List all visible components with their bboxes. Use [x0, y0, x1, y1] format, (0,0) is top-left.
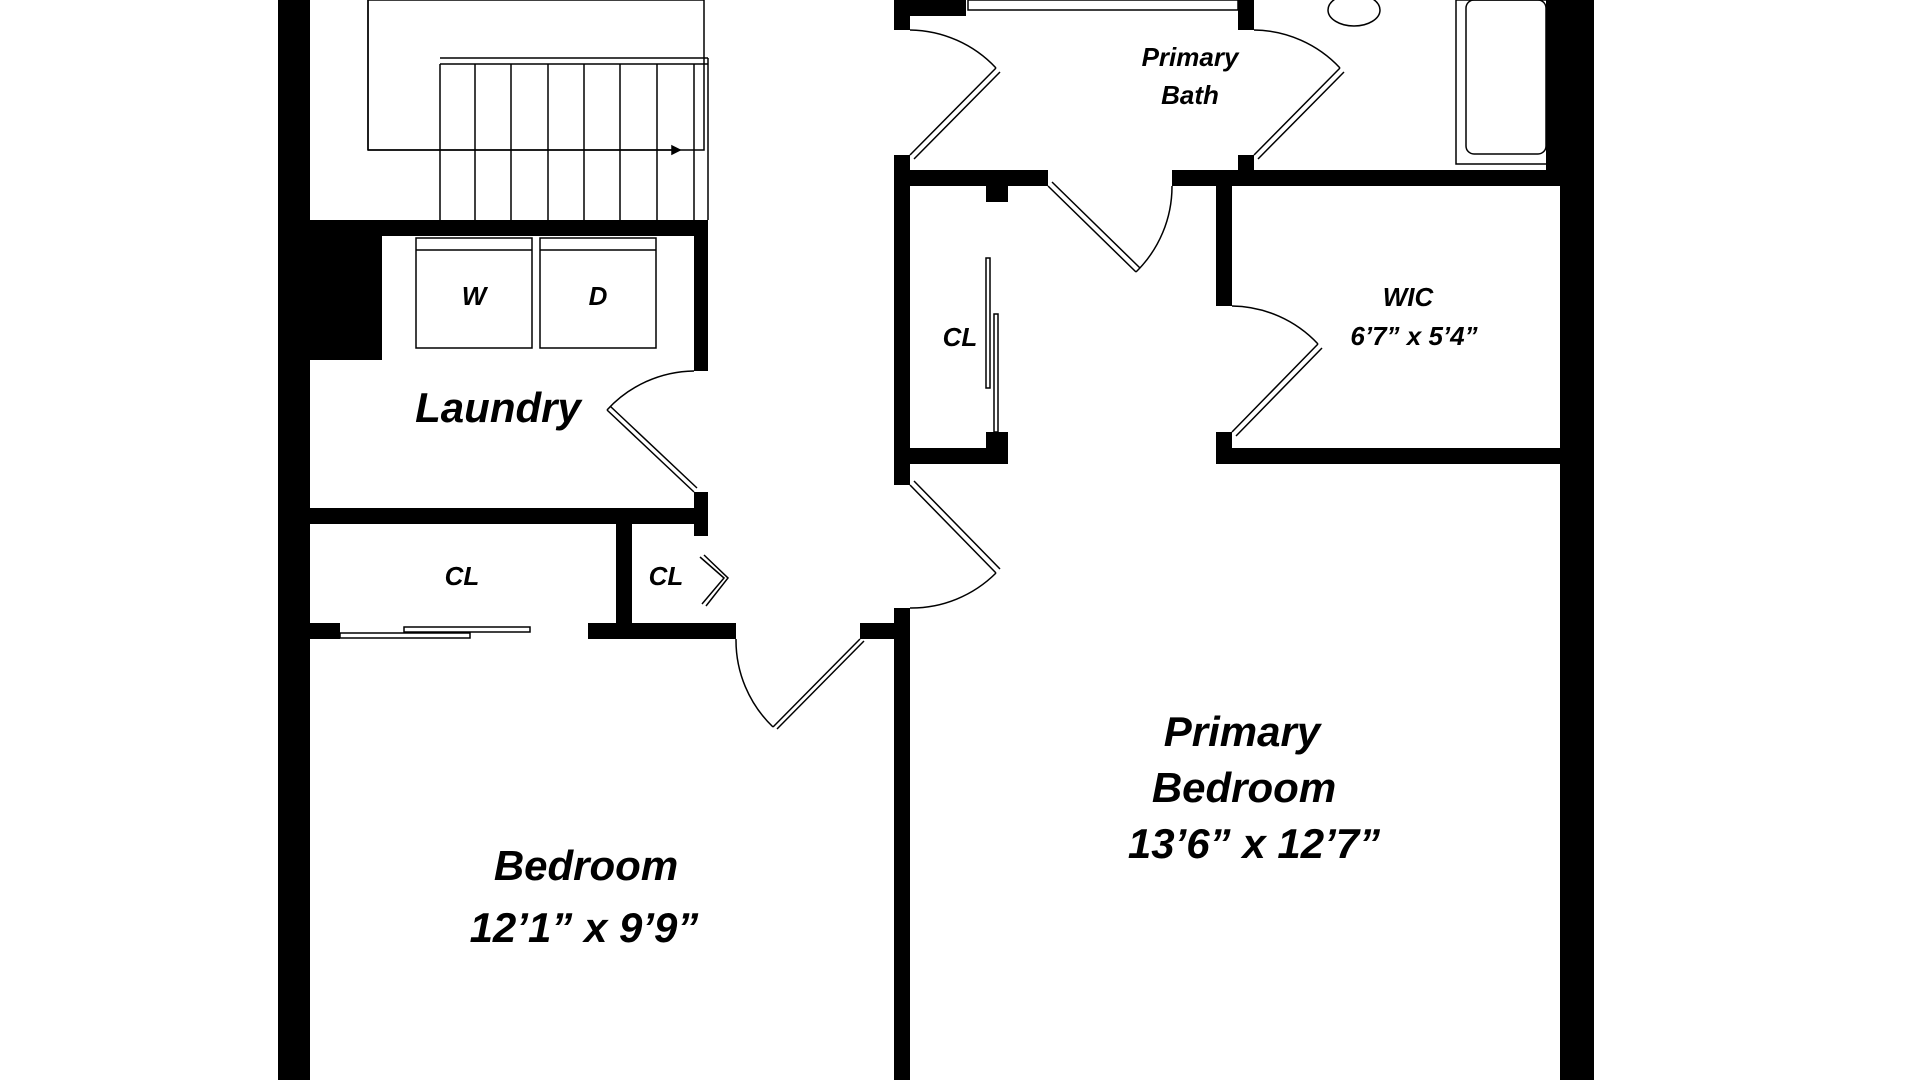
bath-top-stub-left: [894, 0, 966, 16]
washer: [415, 237, 533, 349]
washer-label: W: [462, 281, 489, 311]
laundry-door-swing: [606, 370, 695, 411]
dryer: [539, 237, 657, 349]
primary-closet-sliding-door-2: [993, 313, 999, 433]
closet-sliding-door-1: [339, 632, 471, 639]
bedroom-dimensions: 12’1” x 9’9”: [470, 904, 699, 951]
bedroom-label: Bedroom: [494, 842, 678, 889]
primary-bedroom-dimensions: 13’6” x 12’7”: [1128, 820, 1380, 867]
appliances: [415, 0, 1557, 349]
stair-arrow-head: [671, 144, 682, 156]
bath-bottom-wall-left: [894, 170, 1048, 186]
bedroom-door-leaf: [772, 638, 861, 728]
stair-upper-outline: [367, 0, 705, 151]
wic-door-leaf: [1231, 343, 1319, 433]
bath-right-wall: [1546, 0, 1560, 186]
wic-left-wall: [1216, 186, 1232, 306]
bathtub-inner: [1465, 0, 1547, 155]
bedroom-top-wall-mid: [588, 623, 736, 639]
closet-sliding-door-2: [403, 626, 531, 633]
bath-door-post: [1238, 155, 1254, 175]
staircase: [367, 0, 709, 220]
laundry-label: Laundry: [415, 384, 583, 431]
room-labels: Primary Bath W D Laundry CL CL CL WIC 6’…: [415, 42, 1477, 951]
wic-door-leaf-2: [1235, 347, 1323, 437]
toilet-door-swing: [1253, 29, 1341, 69]
laundry-bottom-wall: [310, 508, 708, 524]
bath-entry-door-leaf: [909, 67, 997, 156]
bath-top-stub-right: [1238, 0, 1254, 30]
toilet-door-leaf-2: [1257, 71, 1345, 160]
bath-bottom-wall-right: [1172, 170, 1572, 186]
bedroom-top-wall-right: [860, 623, 896, 639]
toilet-door-leaf: [1253, 67, 1341, 156]
wic-bottom-wall: [1216, 448, 1560, 464]
primary-closet-post-top: [986, 186, 1008, 202]
wic-door-swing: [1231, 305, 1319, 345]
closet-small-label: CL: [649, 561, 684, 591]
bath-entry-door-swing: [909, 29, 997, 69]
closet-primary-label: CL: [943, 322, 978, 352]
bath-lower-door-leaf-2: [1051, 181, 1141, 269]
dryer-label: D: [589, 281, 608, 311]
primary-bedroom-door-leaf-2: [913, 480, 1001, 570]
bath-left-post: [894, 155, 910, 170]
bedroom-door-swing: [735, 638, 774, 728]
wic-dimensions: 6’7” x 5’4”: [1350, 321, 1477, 351]
toilet: [1327, 0, 1381, 27]
laundry-top-wall: [310, 220, 708, 236]
chimney-block: [310, 220, 382, 360]
small-closet-bifold-door-2: [703, 554, 730, 607]
exterior-wall-right: [1560, 0, 1594, 1080]
laundry-right-wall: [694, 236, 708, 371]
vanity: [967, 0, 1239, 11]
bath-lower-door-swing: [1135, 185, 1173, 273]
bath-lower-door-leaf: [1047, 185, 1137, 273]
small-closet-wall: [616, 524, 632, 624]
laundry-door-post: [694, 492, 708, 536]
primary-bedroom-label-line1: Primary: [1164, 708, 1323, 755]
small-closet-bifold-door: [699, 556, 726, 605]
central-wall-upper: [894, 170, 910, 485]
bedroom-door-leaf-2: [776, 640, 865, 730]
primary-bedroom-door-leaf: [909, 484, 997, 574]
central-wall-lower: [894, 608, 910, 1080]
primary-closet-sliding-door-1: [985, 257, 991, 389]
bathtub: [1455, 0, 1557, 165]
bedroom-top-wall-left: [310, 623, 340, 639]
primary-bath-label-line1: Primary: [1142, 42, 1240, 72]
exterior-wall-left: [278, 0, 310, 1080]
primary-bath-label-line2: Bath: [1161, 80, 1219, 110]
primary-bedroom-label-line2: Bedroom: [1152, 764, 1336, 811]
doors: [339, 29, 1345, 730]
primary-closet-bottom-wall: [910, 448, 1008, 464]
laundry-door-leaf-2: [609, 405, 698, 489]
wic-label: WIC: [1383, 282, 1435, 312]
closet-left-label: CL: [445, 561, 480, 591]
primary-bedroom-door-swing: [909, 572, 997, 609]
bath-entry-door-leaf-2: [913, 71, 1001, 160]
laundry-door-leaf: [606, 409, 695, 493]
